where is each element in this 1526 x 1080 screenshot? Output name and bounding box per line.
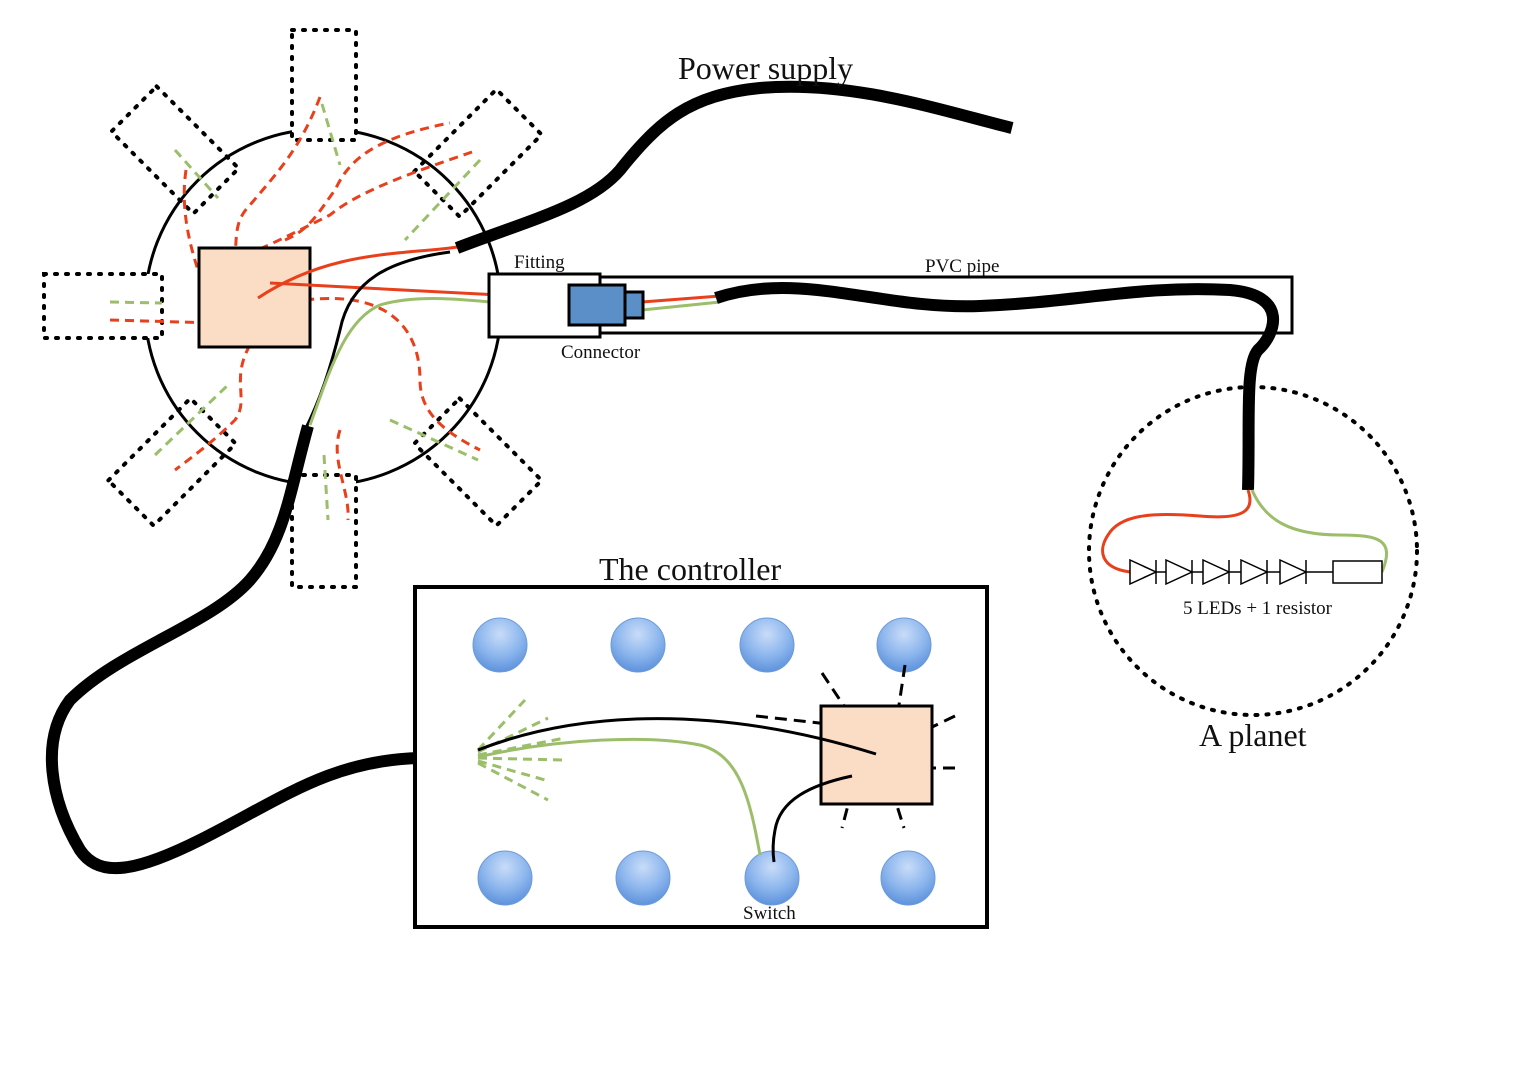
hub-arm-outline: [290, 28, 358, 142]
dashed-black-wire: [894, 664, 907, 726]
dashed-green-wire: [477, 761, 549, 802]
planet-outline: [1087, 385, 1419, 717]
dashed-green-wire: [173, 148, 220, 200]
controller-fanout-wires: [476, 698, 566, 802]
green-wire: [641, 300, 721, 312]
dashed-green-wire: [476, 698, 527, 752]
dashed-red-wire: [304, 297, 481, 452]
dashed-green-wire: [153, 383, 230, 457]
dashed-green-wire: [477, 716, 549, 754]
led-icon: [1240, 558, 1269, 586]
controller-junction-box: [819, 704, 934, 806]
black-wire: [303, 250, 451, 431]
controller-button[interactable]: [739, 617, 795, 673]
hub-arm-outline: [42, 272, 164, 340]
planet-label: A planet: [1199, 717, 1307, 753]
led-icon: [1279, 558, 1308, 586]
dashed-green-wire: [109, 300, 163, 305]
led-icon: [1202, 558, 1231, 586]
dashed-red-wire: [230, 96, 322, 266]
red-wire: [641, 294, 721, 304]
dashed-red-wire: [109, 318, 216, 325]
fitting-label: Fitting: [514, 252, 565, 273]
hub-junction-box: [197, 246, 312, 349]
dashed-red-wire: [284, 121, 451, 242]
hub-arm: [292, 30, 356, 140]
power-supply-label: Power supply: [678, 50, 853, 86]
green-wire: [1250, 489, 1388, 573]
led-chain: [1129, 558, 1383, 586]
hub-arm-outline: [108, 83, 242, 217]
leds-resistor-label: 5 LEDs + 1 resistor: [1183, 598, 1333, 619]
red-wire: [1101, 489, 1252, 574]
controller-button[interactable]: [876, 617, 932, 673]
controller-cable: [45, 424, 479, 875]
controller: The controller Switch: [413, 551, 989, 929]
connector-plug: [623, 290, 645, 320]
hub-dashed-wires: [109, 96, 482, 521]
resistor-icon: [1332, 560, 1383, 584]
dashed-green-wire: [322, 454, 330, 521]
dashed-red-wire: [335, 429, 350, 521]
hub-arm: [44, 274, 162, 338]
controller-button[interactable]: [472, 617, 528, 673]
controller-button[interactable]: [880, 850, 936, 906]
dashed-green-wire: [477, 759, 546, 782]
led-icon: [1165, 558, 1194, 586]
hub-arm-outline: [411, 86, 545, 220]
hub: [42, 28, 576, 589]
dashed-green-wire: [403, 158, 482, 242]
switch-button[interactable]: [744, 850, 800, 906]
black-wire: [771, 774, 853, 863]
connector-body: [567, 283, 627, 327]
controller-label: The controller: [599, 551, 781, 587]
dashed-black-wire: [755, 714, 829, 726]
pvc-pipe-label: PVC pipe: [925, 256, 999, 277]
dashed-green-wire: [320, 103, 342, 166]
dashed-red-wire: [174, 344, 252, 472]
connector-label: Connector: [561, 342, 641, 363]
led-icon: [1129, 558, 1158, 586]
switch-label: Switch: [743, 903, 796, 924]
planet: 5 LEDs + 1 resistor A planet: [1087, 385, 1419, 753]
controller-button[interactable]: [477, 850, 533, 906]
black-wire: [477, 717, 877, 756]
planet-cable: [714, 282, 1279, 491]
power-supply-cable: [454, 80, 1014, 254]
controller-button[interactable]: [610, 617, 666, 673]
controller-button[interactable]: [615, 850, 671, 906]
connector: [567, 283, 645, 327]
green-wire: [477, 737, 762, 856]
dashed-green-wire: [389, 418, 479, 462]
hub-arms: [42, 28, 545, 589]
hub-arm-outline: [105, 395, 239, 529]
